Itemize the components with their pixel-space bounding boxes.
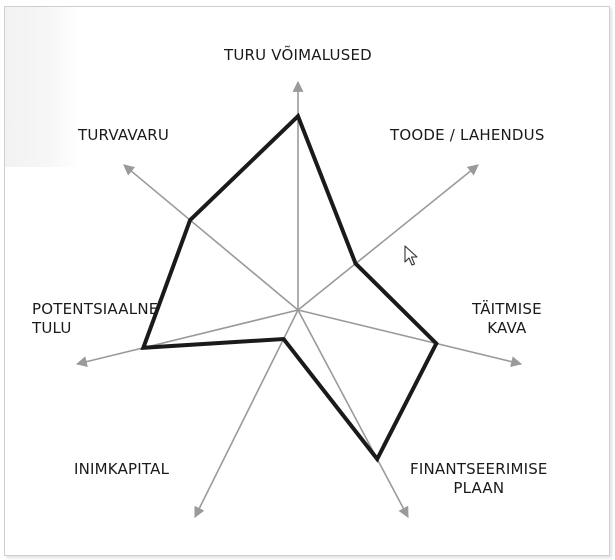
axis-line-turvavaru [123,164,299,311]
mouse-pointer-icon [404,245,418,266]
axis-label-potentsiaalne-tulu: POTENTSIAALNE TULU [32,300,159,337]
axis-line-taitmise-kava [297,309,523,368]
axis-label-finantseerimise-plaan: FINANTSEERIMISE PLAAN [410,460,548,497]
axis-line-potentsiaalne-tulu [75,309,299,367]
diagram-frame [4,6,610,556]
axis-label-toode-lahendus: TOODE / LAHENDUS [390,126,545,144]
axis-line-finantseerimise-plaan [297,309,409,518]
axes-group [75,80,523,518]
corner-shade [5,7,81,167]
axis-label-taitmise-kava: TÄITMISE KAVA [472,300,542,337]
axis-label-inimkapital: INIMKAPITAL [74,460,170,478]
profile-polygon [140,112,439,463]
axis-label-turu-voimalused: TURU VÕIMALUSED [224,46,372,64]
axis-line-toode-lahendus [297,164,479,311]
axis-label-turvavaru: TURVAVARU [78,126,170,144]
axis-line-inimkapital [194,309,299,518]
